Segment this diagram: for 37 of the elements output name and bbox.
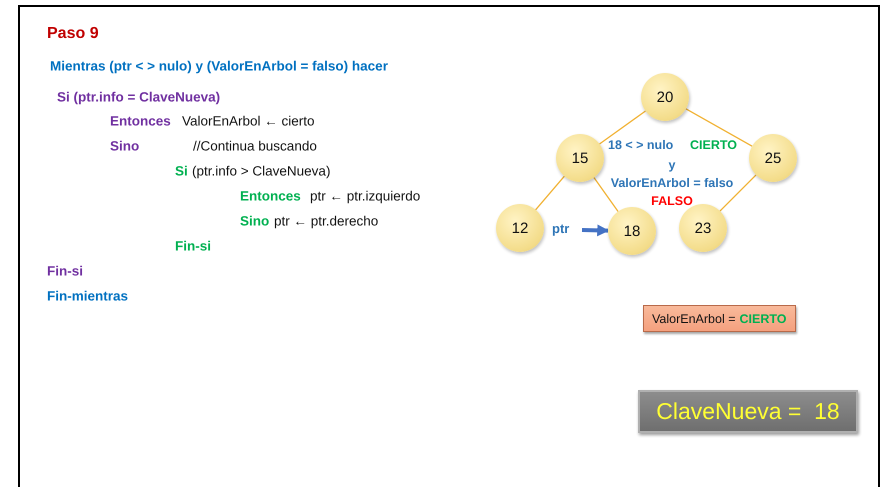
- pseudocode-text: Sino: [110, 138, 140, 154]
- tree-node: 12: [496, 204, 544, 252]
- tree-branch: [599, 110, 646, 145]
- condition-text: CIERTO: [690, 138, 737, 152]
- tree-branch: [535, 176, 565, 210]
- tree-node: 20: [641, 73, 689, 121]
- pseudocode-text: Mientras (ptr < > nulo) y (ValorEnArbol = falso) hacer: [50, 58, 388, 74]
- pseudocode-text: Fin-si: [175, 238, 211, 254]
- pseudocode-text: ValorEnArbol ← cierto: [182, 114, 315, 128]
- pointer-label: ptr: [552, 221, 570, 236]
- pseudocode-text: ptr ← ptr.derecho: [274, 214, 378, 228]
- pseudocode-text: ptr ← ptr.izquierdo: [310, 188, 420, 204]
- pseudocode-text: Si: [175, 164, 188, 178]
- pseudocode-text: Entonces: [110, 114, 171, 128]
- pseudocode-text: Fin-mientras: [47, 288, 128, 304]
- pseudocode-text: //Continua buscando: [193, 138, 317, 154]
- slide-title: Paso 9: [47, 25, 99, 43]
- key-box: ClaveNueva = 18: [638, 390, 858, 433]
- tree-branch: [686, 108, 752, 147]
- condition-text: 18 < > nulo: [608, 138, 674, 152]
- tree-node: 18: [608, 207, 656, 255]
- pseudocode-text: Entonces: [240, 188, 301, 204]
- pseudocode-text: Fin-si: [47, 264, 83, 278]
- pointer-arrow: [582, 224, 610, 236]
- tree-node: 15: [556, 134, 604, 182]
- pseudocode-text: Sino: [240, 214, 270, 228]
- condition-text: ValorEnArbol = falso: [610, 176, 734, 190]
- condition-text: y: [668, 158, 676, 172]
- result-box: [643, 305, 796, 332]
- pseudocode-text: Si (ptr.info = ClaveNueva): [57, 90, 220, 104]
- result-text: ValorEnArbol =: [652, 312, 736, 326]
- pseudocode-text: (ptr.info > ClaveNueva): [192, 164, 330, 178]
- tree-node: 23: [679, 204, 727, 252]
- tree-branch: [593, 177, 619, 212]
- tree-node: 25: [749, 134, 797, 182]
- tree-branch: [720, 174, 756, 212]
- result-value: CIERTO: [740, 312, 786, 326]
